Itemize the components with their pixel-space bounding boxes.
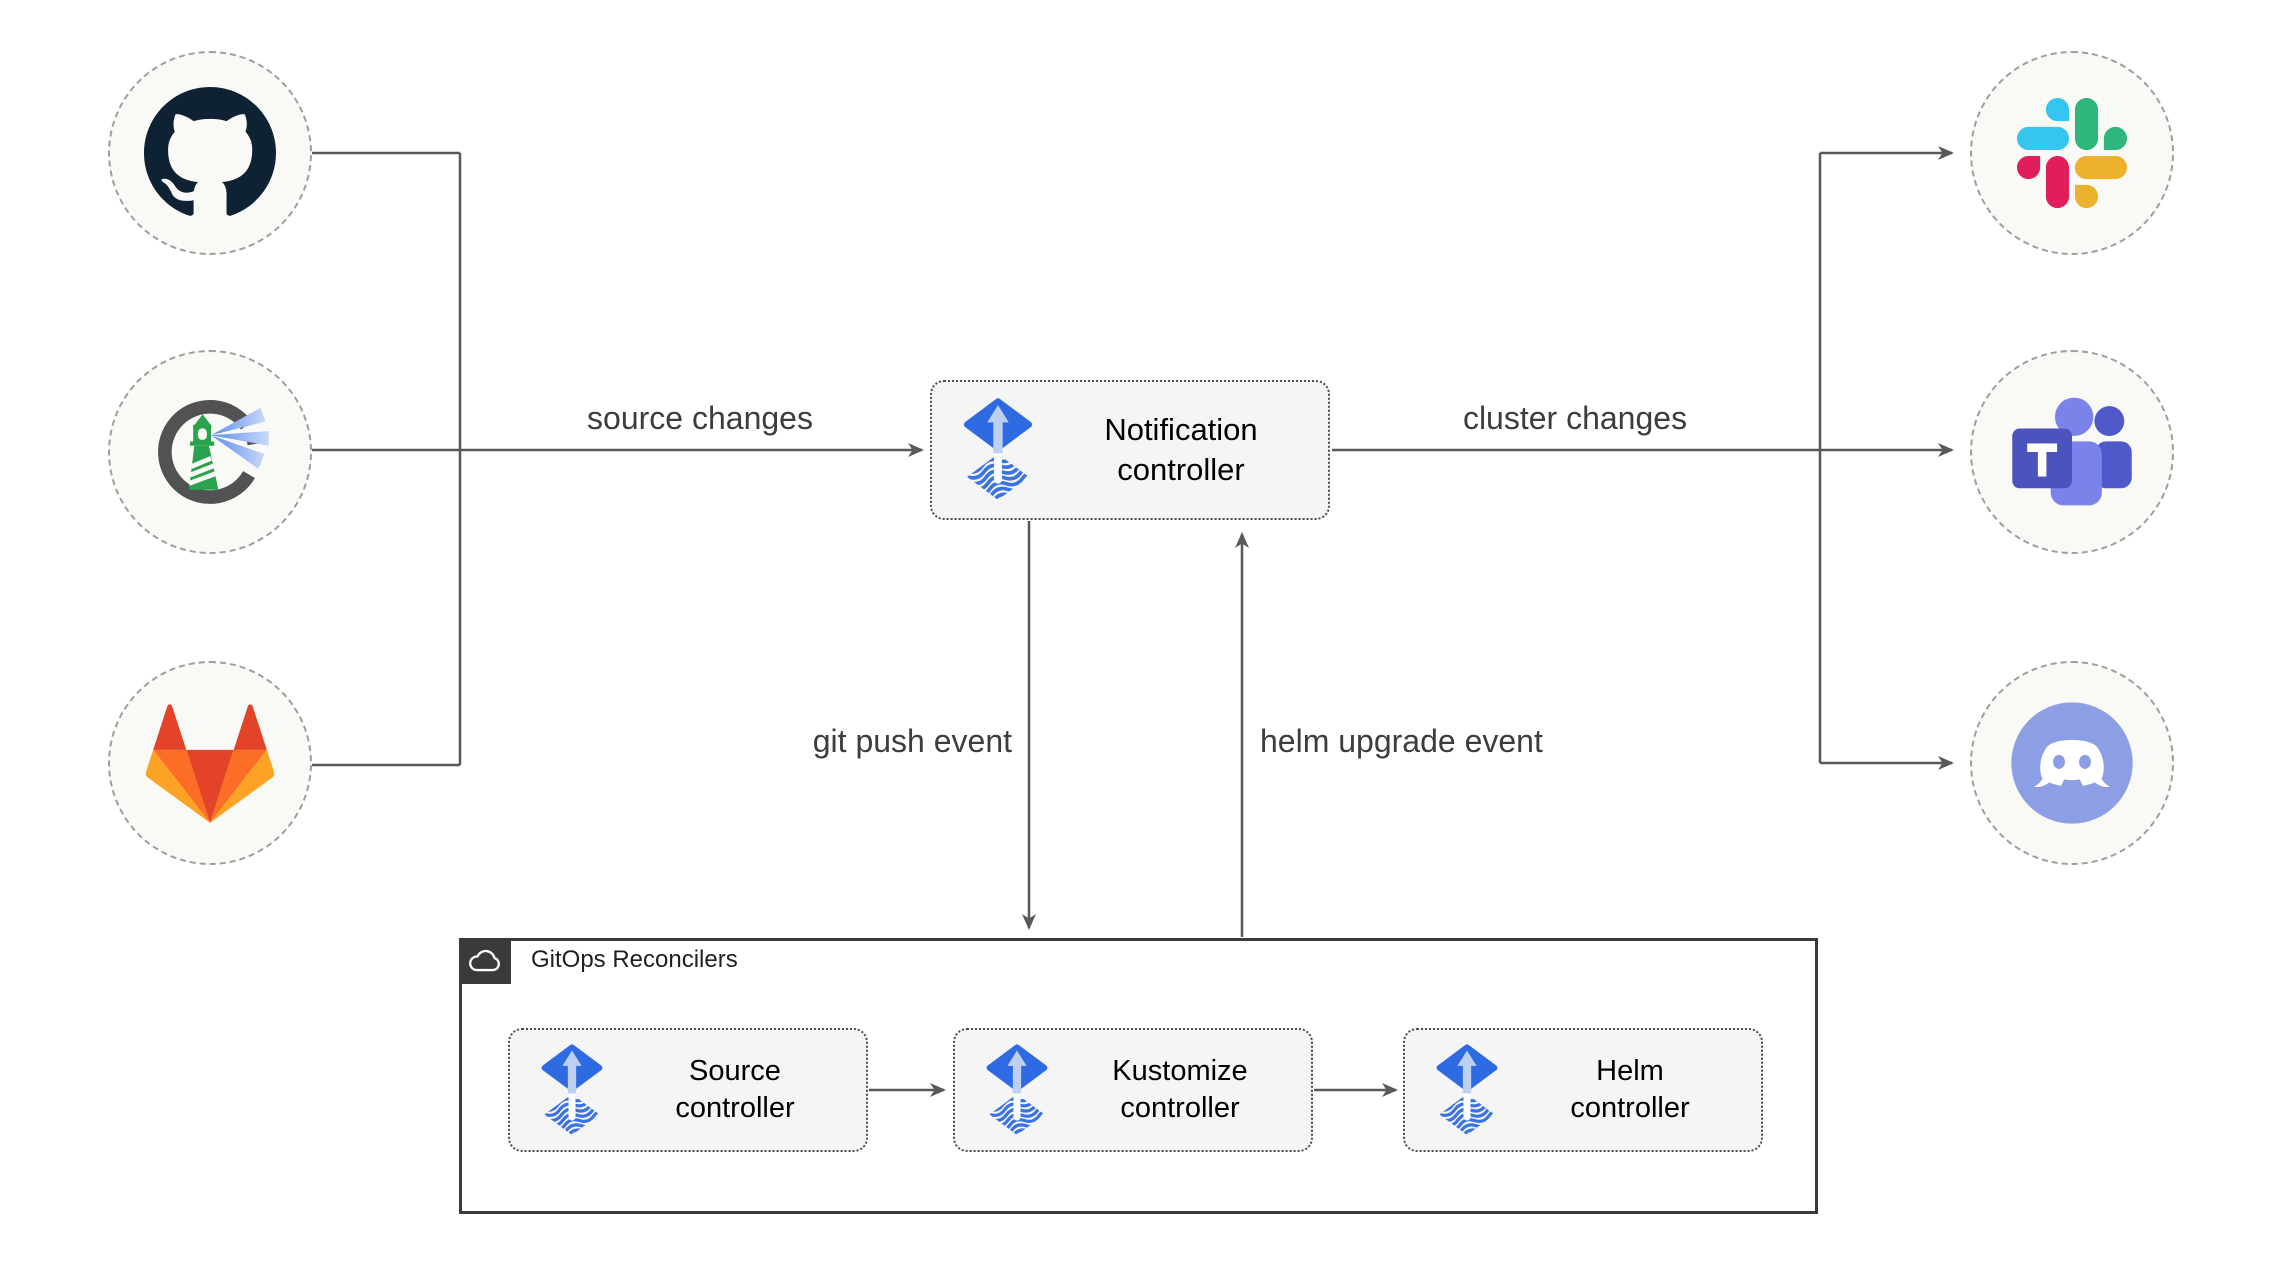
node-slack bbox=[1970, 51, 2174, 255]
flux-icon bbox=[540, 1044, 604, 1137]
flux-icon bbox=[1435, 1044, 1499, 1137]
node-harbor bbox=[108, 350, 312, 554]
node-kustomize-controller: Kustomize controller bbox=[953, 1028, 1313, 1152]
flux-icon bbox=[985, 1044, 1049, 1137]
helm-upgrade-event-label: helm upgrade event bbox=[1260, 723, 1543, 759]
helm-controller-label: Helm controller bbox=[1570, 1054, 1690, 1124]
node-discord bbox=[1970, 661, 2174, 865]
node-gitlab bbox=[108, 661, 312, 865]
notification-controller-label: Notification controller bbox=[1104, 412, 1258, 487]
cluster-changes-label: cluster changes bbox=[1462, 400, 1688, 436]
harbor-icon bbox=[158, 399, 269, 504]
cloud-icon bbox=[469, 949, 500, 971]
git-push-event-label: git push event bbox=[812, 723, 1012, 759]
gitops-reconcilers-label: GitOps Reconcilers bbox=[531, 946, 738, 973]
teams-icon bbox=[2012, 397, 2132, 506]
gitlab-icon bbox=[145, 703, 275, 823]
slack-icon bbox=[2017, 98, 2127, 208]
source-changes-label: source changes bbox=[587, 400, 813, 436]
github-icon bbox=[144, 87, 276, 216]
flux-icon bbox=[962, 398, 1034, 502]
node-notification-controller: Notification controller bbox=[930, 380, 1330, 520]
kustomize-controller-label: Kustomize controller bbox=[1112, 1054, 1248, 1124]
discord-icon bbox=[2011, 702, 2133, 824]
node-github bbox=[108, 51, 312, 255]
gitops-reconcilers-group bbox=[459, 938, 1818, 1214]
gitops-reconcilers-tab bbox=[459, 938, 511, 984]
node-teams bbox=[1970, 350, 2174, 554]
node-source-controller: Source controller bbox=[508, 1028, 868, 1152]
node-helm-controller: Helm controller bbox=[1403, 1028, 1763, 1152]
source-controller-label: Source controller bbox=[675, 1054, 795, 1124]
